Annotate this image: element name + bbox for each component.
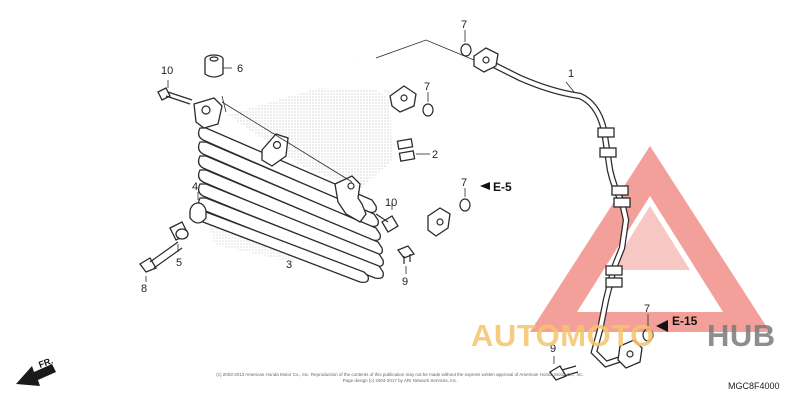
watermark-text-automoto: AUTOMOTO bbox=[471, 318, 655, 353]
bolt-part-10-right bbox=[375, 203, 399, 233]
o-ring-part-7-e15 bbox=[642, 328, 654, 342]
o-ring-part-7-top-right bbox=[460, 43, 472, 57]
ref-label-e5: E-5 bbox=[493, 180, 512, 194]
callout-7-top-right: 7 bbox=[461, 19, 467, 31]
grommet-part-5 bbox=[169, 221, 189, 252]
cooler-right-port bbox=[347, 182, 355, 190]
callout-9-bottom: 9 bbox=[550, 343, 556, 355]
o-ring-part-7-e5 bbox=[459, 198, 471, 212]
watermark-logo-triangle bbox=[530, 146, 770, 332]
rubber-cushion-part bbox=[204, 54, 232, 78]
callout-10-left: 10 bbox=[161, 65, 173, 77]
cooler-center-bracket bbox=[261, 133, 289, 167]
ref-arrow-e15 bbox=[656, 320, 668, 332]
callout-7-e15: 7 bbox=[644, 303, 650, 315]
callout-2: 2 bbox=[432, 149, 438, 161]
copyright-line-2: Page design (c) 2004-2017 by ARI Network… bbox=[343, 378, 458, 383]
o-ring-part-7-mid bbox=[422, 103, 434, 117]
cooler-fins bbox=[197, 127, 384, 284]
oil-pipe-part-2 bbox=[353, 60, 451, 237]
ref-arrow-e5 bbox=[480, 182, 490, 190]
front-direction-arrow bbox=[16, 364, 56, 386]
callout-3: 3 bbox=[286, 259, 292, 271]
callout-1: 1 bbox=[568, 68, 574, 80]
callout-4: 4 bbox=[192, 181, 198, 193]
collar-part-4 bbox=[189, 192, 207, 224]
copyright-line-1: (c) 2003-2013 American Honda Motor Co., … bbox=[216, 372, 583, 377]
callout-7-mid: 7 bbox=[424, 81, 430, 93]
front-direction-label: FR. bbox=[37, 356, 54, 370]
oil-cooler bbox=[193, 88, 392, 284]
callout-8: 8 bbox=[141, 283, 147, 295]
callout-7-e5: 7 bbox=[461, 177, 467, 189]
callout-5: 5 bbox=[176, 257, 182, 269]
watermark-text-hub: HUB bbox=[707, 318, 776, 353]
leader-bracket bbox=[375, 39, 475, 61]
cooler-right-tank bbox=[334, 175, 367, 223]
bolt-part-10-left bbox=[157, 80, 193, 105]
callout-6: 6 bbox=[237, 63, 243, 75]
bolt-part-9-bottom bbox=[549, 356, 579, 381]
diagram-code: MGC8F4000 bbox=[728, 381, 780, 391]
cooler-center-hole bbox=[272, 140, 282, 150]
callout-10-right: 10 bbox=[385, 197, 397, 209]
cooler-left-bolt-hole bbox=[201, 105, 211, 115]
oil-pipe-part-1 bbox=[473, 47, 643, 369]
ref-label-e15: E-15 bbox=[672, 314, 698, 328]
bolt-part-9-center bbox=[396, 245, 416, 274]
cooler-shading bbox=[228, 88, 392, 190]
callout-9-center: 9 bbox=[402, 276, 408, 288]
bolt-part-8 bbox=[139, 241, 183, 282]
